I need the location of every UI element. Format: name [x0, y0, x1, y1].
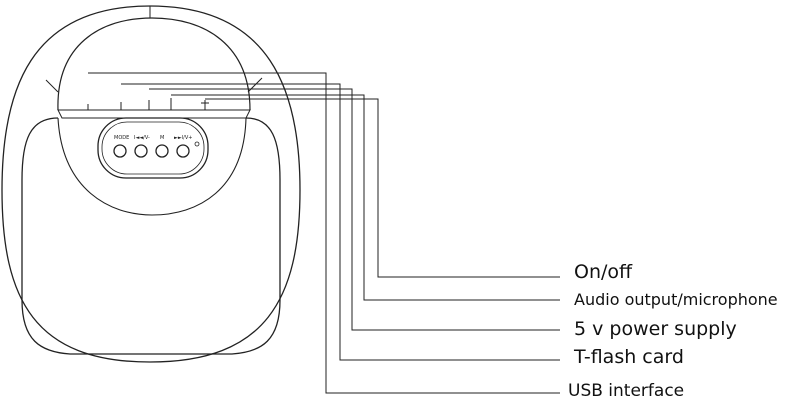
label-audio-output-microphone: Audio output/microphone — [574, 290, 778, 309]
label-on-off: On/off — [574, 261, 633, 283]
port-strip — [57, 109, 251, 119]
handle-inner-arc — [57, 117, 247, 216]
label-usb-interface: USB interface — [568, 381, 685, 401]
speaker-outer-shell — [1, 5, 301, 363]
button-label-mode: MODE — [114, 135, 129, 141]
leader-tflash — [121, 83, 560, 361]
indicator-light — [194, 141, 200, 147]
leader-power — [149, 88, 560, 331]
button-label-mic: M — [160, 135, 164, 141]
label-t-flash-card: T-flash card — [574, 346, 684, 368]
mode-button — [113, 144, 127, 158]
button-label-next: ►►I/V+ — [174, 135, 192, 141]
control-panel — [97, 117, 209, 179]
next-button — [176, 144, 190, 158]
handle-opening — [57, 17, 251, 111]
mic-button — [155, 144, 169, 158]
label-power-supply: 5 v power supply — [574, 318, 737, 340]
speaker-body — [21, 117, 281, 355]
leader-on-off — [205, 98, 560, 278]
button-label-prev: I◄◄/V- — [134, 135, 150, 141]
leader-usb — [88, 72, 560, 394]
leader-audio — [171, 94, 560, 301]
leader-lines — [88, 72, 560, 394]
prev-button — [134, 144, 148, 158]
